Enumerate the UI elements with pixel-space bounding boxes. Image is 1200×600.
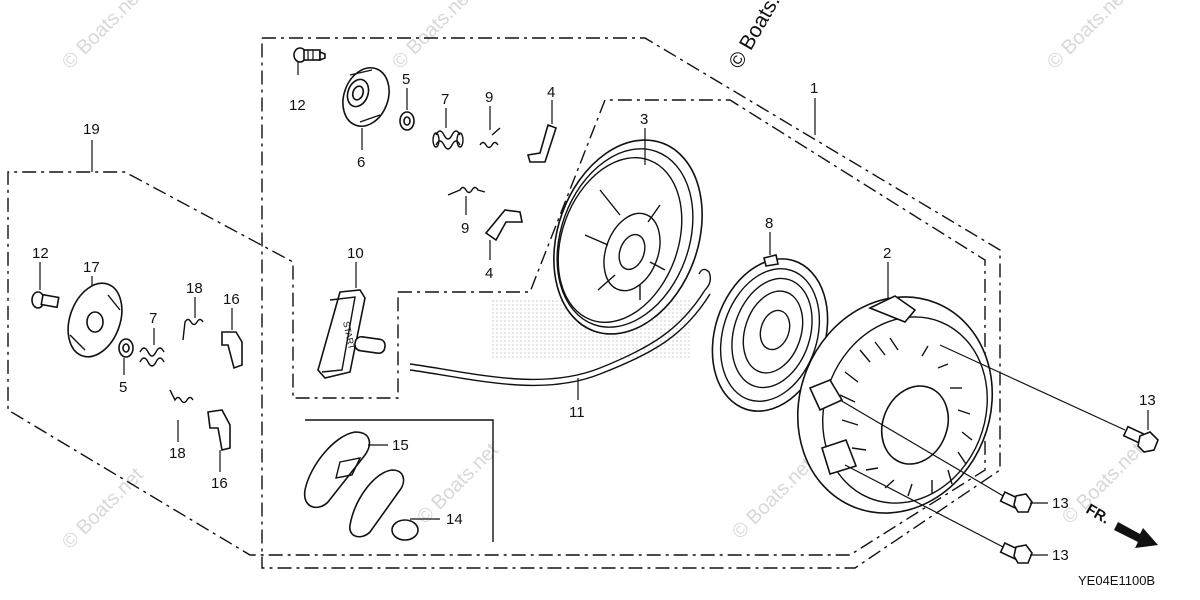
callout-16-top: 16 [223, 291, 240, 308]
front-arrow-icon [1114, 522, 1158, 548]
callout-6: 6 [357, 154, 365, 171]
spring-9-top [479, 106, 501, 149]
callout-14: 14 [446, 511, 463, 528]
spring-18-top [182, 297, 204, 341]
assembly-frame-main [261, 37, 1001, 569]
callout-8: 8 [765, 215, 773, 232]
handle-15 [303, 431, 388, 509]
assembly-frame-reel [7, 99, 986, 556]
callout-11: 11 [569, 404, 585, 421]
callout-19: 19 [83, 121, 100, 138]
clip-16-top [221, 308, 243, 370]
bolt-13-top [939, 344, 1159, 453]
watermark-dark: © Boats.net [724, 0, 799, 73]
spring-9-mid [447, 186, 486, 215]
callout-13-top: 13 [1139, 392, 1156, 409]
bolt-12-top [293, 47, 326, 75]
callout-12-top: 12 [289, 97, 306, 114]
callout-15: 15 [392, 437, 409, 454]
callout-7-left: 7 [149, 310, 157, 327]
callout-4-mid: 4 [485, 265, 493, 282]
callout-17: 17 [83, 259, 100, 276]
callout-1: 1 [810, 80, 818, 97]
callout-12-left: 12 [32, 245, 49, 262]
rope-11 [409, 268, 712, 400]
handle-10: START [317, 262, 386, 379]
callout-13-bot: 13 [1052, 547, 1069, 564]
washer-5-left [118, 338, 134, 375]
callout-7-top: 7 [441, 91, 449, 108]
callout-10: 10 [347, 245, 364, 262]
callout-5-top: 5 [402, 71, 410, 88]
diagram-reference-code: YE04E1100B [1078, 573, 1155, 588]
callout-18-bot: 18 [169, 445, 186, 462]
bolt-13-bot [844, 464, 1048, 564]
watermark: © Boats.net [388, 0, 478, 74]
cover-2 [796, 262, 994, 514]
handle-14 [349, 469, 440, 541]
callout-5-left: 5 [119, 379, 127, 396]
spring-7-left [139, 328, 165, 367]
cam-17 [67, 276, 123, 358]
spiral-spring-8 [711, 232, 829, 412]
bolt-13-mid [839, 399, 1048, 513]
watermark: © Boats.net [1043, 0, 1133, 74]
callout-9-top: 9 [485, 89, 493, 106]
handle-kit-frame [305, 419, 494, 542]
spring-7-top [432, 108, 464, 150]
callout-16-bot: 16 [211, 475, 228, 492]
callout-18-top: 18 [186, 280, 203, 297]
clip-16-bot [207, 409, 231, 472]
clip-4-mid [484, 209, 523, 260]
callout-13-mid: 13 [1052, 495, 1069, 512]
callouts: 1 2 3 4 4 5 5 6 7 7 8 9 9 10 11 12 12 13… [32, 71, 1156, 564]
callout-9-mid: 9 [461, 220, 469, 237]
watermark: © Boats.net [58, 0, 148, 74]
bolt-12-left [31, 262, 60, 309]
washer-5-top [399, 88, 415, 131]
cam-6 [342, 67, 390, 150]
callout-3: 3 [640, 111, 648, 128]
callout-2: 2 [883, 245, 891, 262]
callout-4-top: 4 [547, 84, 555, 101]
clip-4-top [526, 100, 557, 163]
spring-18-bot [169, 389, 194, 442]
reel-3 [553, 128, 703, 335]
watermark: © Boats.net [728, 454, 818, 544]
front-direction-indicator: FR. [1083, 501, 1158, 548]
watermark: © Boats.net [58, 464, 148, 554]
